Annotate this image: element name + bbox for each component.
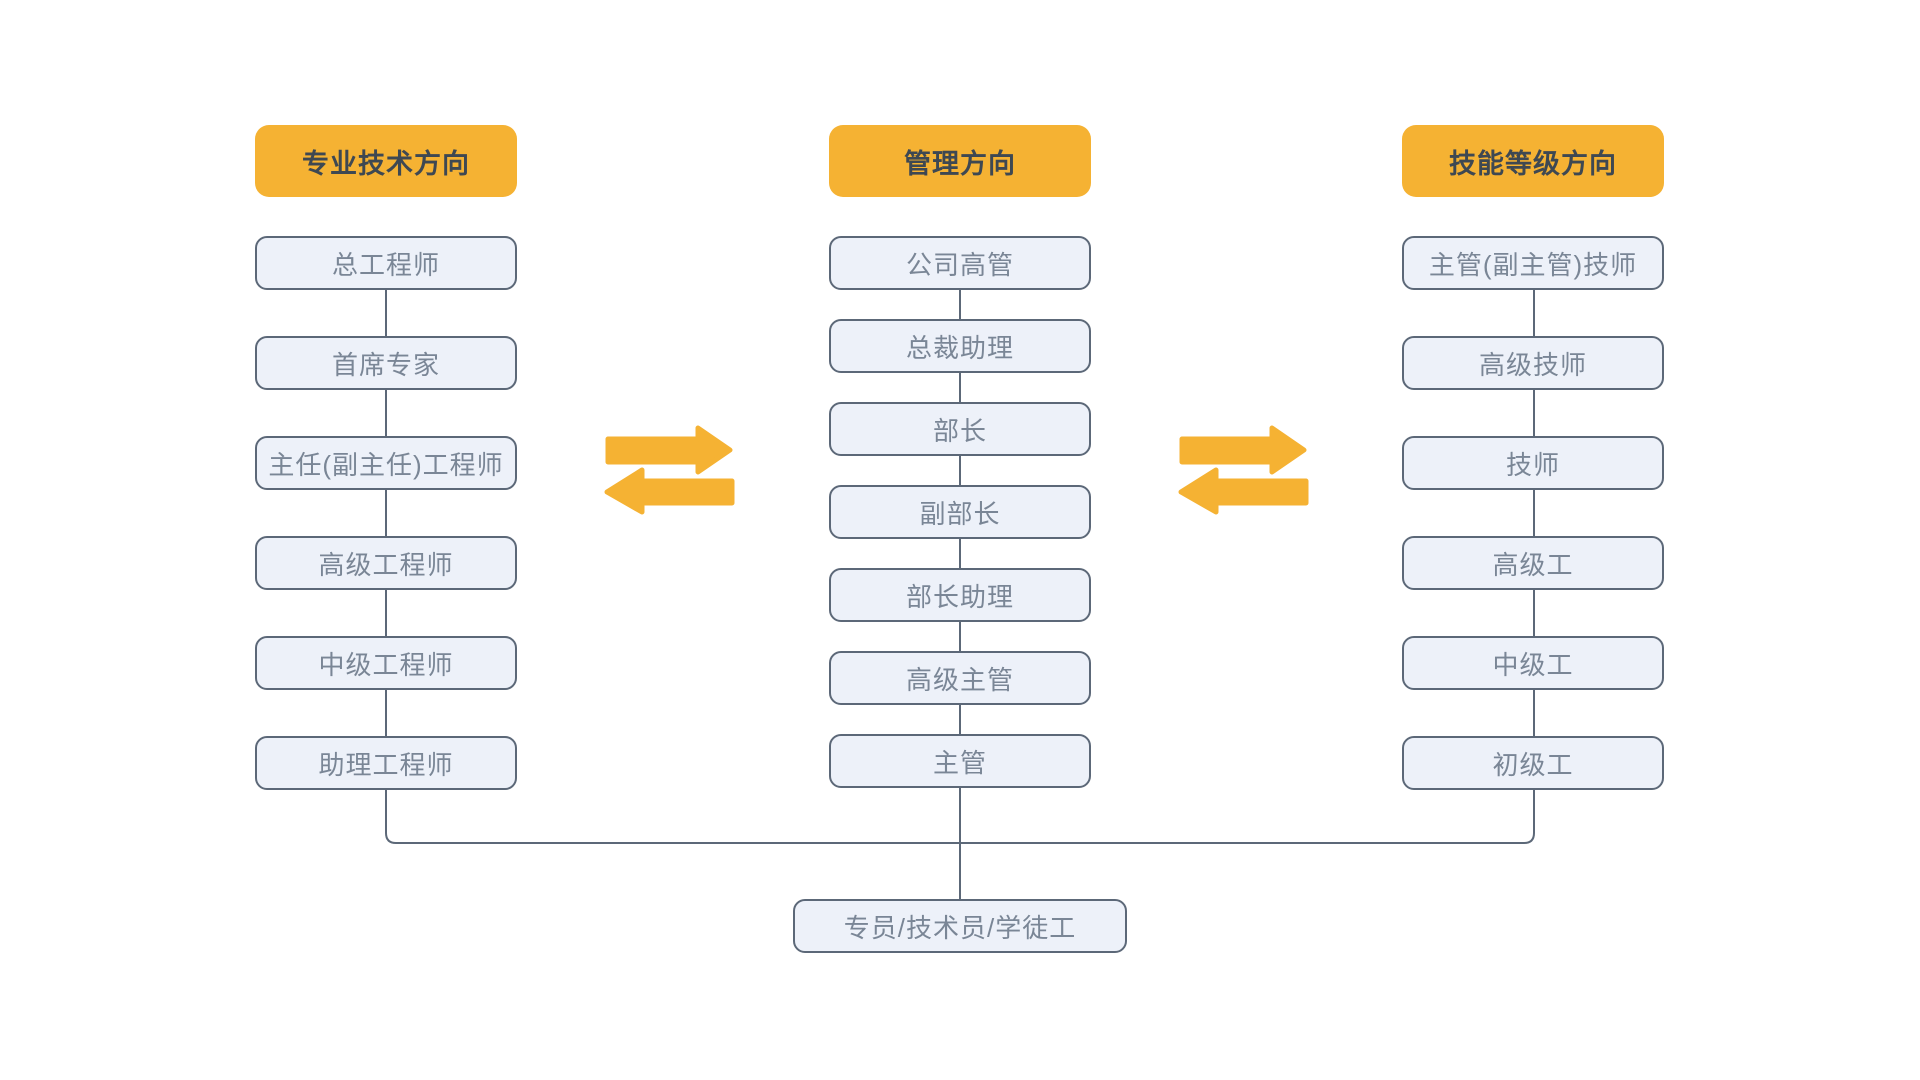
arrow-right-icon (605, 425, 733, 475)
node-specialist-technician-apprentice: 专员/技术员/学徒工 (793, 899, 1127, 953)
node-senior-worker: 高级工 (1402, 536, 1664, 590)
column-header-professional-technical: 专业技术方向 (255, 125, 517, 197)
node-intermediate-engineer: 中级工程师 (255, 636, 517, 690)
exchange-arrows-left (604, 425, 735, 515)
node-department-head: 部长 (829, 402, 1091, 456)
node-intermediate-worker: 中级工 (1402, 636, 1664, 690)
node-supervisor: 主管 (829, 734, 1091, 788)
node-deputy-department-head: 副部长 (829, 485, 1091, 539)
arrow-left-icon (604, 467, 735, 515)
node-director-engineer: 主任(副主任)工程师 (255, 436, 517, 490)
node-chief-deputy-technician: 主管(副主管)技师 (1402, 236, 1664, 290)
node-junior-worker: 初级工 (1402, 736, 1664, 790)
node-department-head-assistant: 部长助理 (829, 568, 1091, 622)
node-technician: 技师 (1402, 436, 1664, 490)
arrow-right-icon (1179, 425, 1307, 475)
node-company-executive: 公司高管 (829, 236, 1091, 290)
column-header-management: 管理方向 (829, 125, 1091, 197)
node-president-assistant: 总裁助理 (829, 319, 1091, 373)
node-senior-technician: 高级技师 (1402, 336, 1664, 390)
node-chief-expert: 首席专家 (255, 336, 517, 390)
node-assistant-engineer: 助理工程师 (255, 736, 517, 790)
node-senior-engineer: 高级工程师 (255, 536, 517, 590)
exchange-arrows-right (1178, 425, 1309, 515)
arrow-left-icon (1178, 467, 1309, 515)
node-senior-supervisor: 高级主管 (829, 651, 1091, 705)
column-header-skill-level: 技能等级方向 (1402, 125, 1664, 197)
node-chief-engineer: 总工程师 (255, 236, 517, 290)
